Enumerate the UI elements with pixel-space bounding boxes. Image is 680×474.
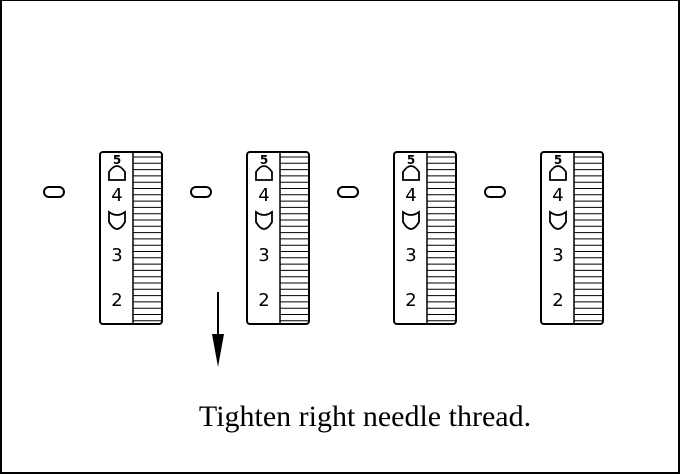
dial-indicator-mark	[484, 186, 506, 198]
dial-ridges	[280, 156, 309, 322]
dial-upper-symbol	[549, 165, 567, 181]
dials-group: 5 4 3 2 5 4 3 2 5 4 3 2 5 4 3 2	[43, 151, 604, 325]
dial-label-5: 5	[407, 153, 415, 167]
dial-label-3: 3	[111, 245, 122, 266]
dial-label-4: 4	[405, 185, 416, 206]
dial-lower-symbol	[402, 210, 420, 230]
dial-indicator-mark	[190, 186, 212, 198]
dial-label-2: 2	[258, 290, 269, 311]
dial-lower-symbol	[549, 210, 567, 230]
dial-label-5: 5	[554, 153, 562, 167]
dial-upper-symbol	[108, 165, 126, 181]
dial-lower-symbol	[108, 210, 126, 230]
dial-label-4: 4	[552, 185, 563, 206]
dial-indicator-mark	[43, 186, 65, 198]
instruction-caption: Tighten right needle thread.	[198, 400, 532, 433]
dial-lower-symbol	[255, 210, 273, 230]
tension-dial: 5 4 3 2	[484, 151, 604, 325]
tension-dial: 5 4 3 2	[190, 151, 310, 325]
dial-label-5: 5	[260, 153, 268, 167]
down-arrow-head	[212, 334, 224, 367]
dial-label-4: 4	[111, 185, 122, 206]
dial-label-2: 2	[111, 290, 122, 311]
dial-label-4: 4	[258, 185, 269, 206]
down-arrow	[212, 292, 224, 367]
tension-dial: 5 4 3 2	[43, 151, 163, 325]
dial-ridges	[133, 156, 162, 322]
dial-label-3: 3	[258, 245, 269, 266]
tension-dial: 5 4 3 2	[337, 151, 457, 325]
dial-upper-symbol	[255, 165, 273, 181]
dial-label-5: 5	[113, 153, 121, 167]
dial-ridges	[427, 156, 456, 322]
dial-label-2: 2	[552, 290, 563, 311]
dial-upper-symbol	[402, 165, 420, 181]
dial-label-2: 2	[405, 290, 416, 311]
dial-ridges	[574, 156, 603, 322]
dial-indicator-mark	[337, 186, 359, 198]
dial-label-3: 3	[552, 245, 563, 266]
frame-top-line	[2, 0, 680, 1]
dial-label-3: 3	[405, 245, 416, 266]
